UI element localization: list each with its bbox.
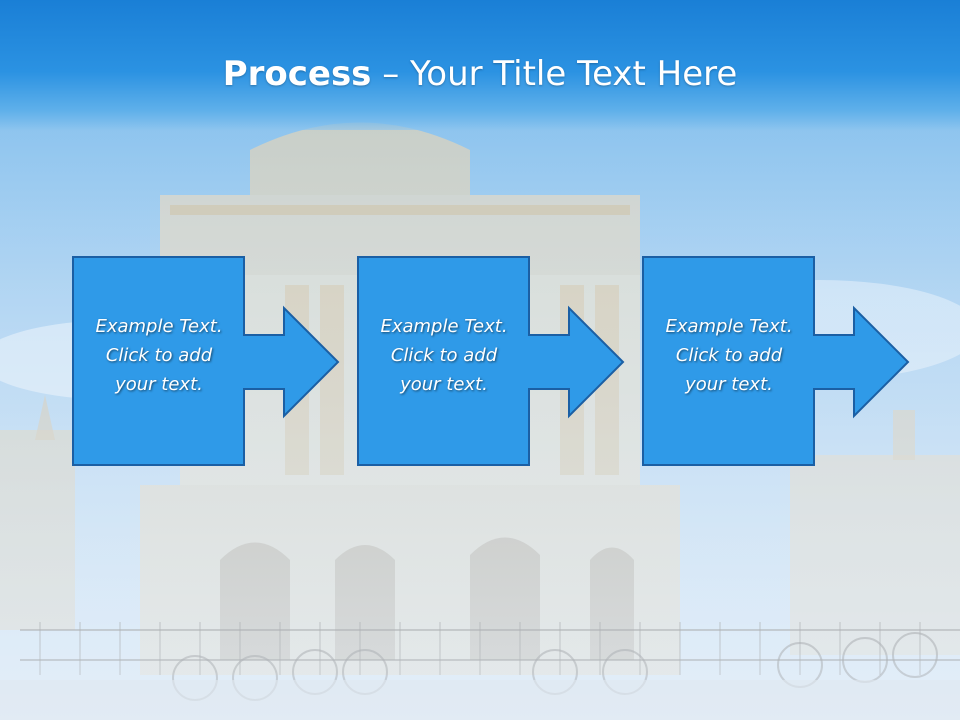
step-2-line-1: Example Text. [380,316,508,337]
process-step-1[interactable]: Example Text. Click to add your text. [72,256,416,466]
arrow-box-shape [72,256,340,466]
step-1-line-1: Example Text. [95,316,223,337]
step-3-line-1: Example Text. [665,316,793,337]
step-1-line-2: Click to add [105,345,213,366]
step-3-line-3: your text. [685,374,773,395]
process-step-3[interactable]: Example Text. Click to add your text. [642,256,960,466]
title-band [0,0,960,130]
step-3-line-2: Click to add [675,345,783,366]
step-2-line-2: Click to add [390,345,498,366]
title-bold: Process [222,54,372,94]
step-2-line-3: your text. [400,374,488,395]
title-rest: – Your Title Text Here [371,54,738,94]
step-1-text[interactable]: Example Text. Click to add your text. [74,312,244,399]
step-1-arrow-shape [72,256,340,466]
step-3-arrow-shape [642,256,910,466]
process-step-2[interactable]: Example Text. Click to add your text. [357,256,701,466]
step-2-text[interactable]: Example Text. Click to add your text. [359,312,529,399]
arrow-box-shape [642,256,910,466]
step-2-arrow-shape [357,256,625,466]
arrow-box-shape [357,256,625,466]
step-3-text[interactable]: Example Text. Click to add your text. [644,312,814,399]
slide-title[interactable]: Process – Your Title Text Here [0,52,960,96]
step-1-line-3: your text. [115,374,203,395]
